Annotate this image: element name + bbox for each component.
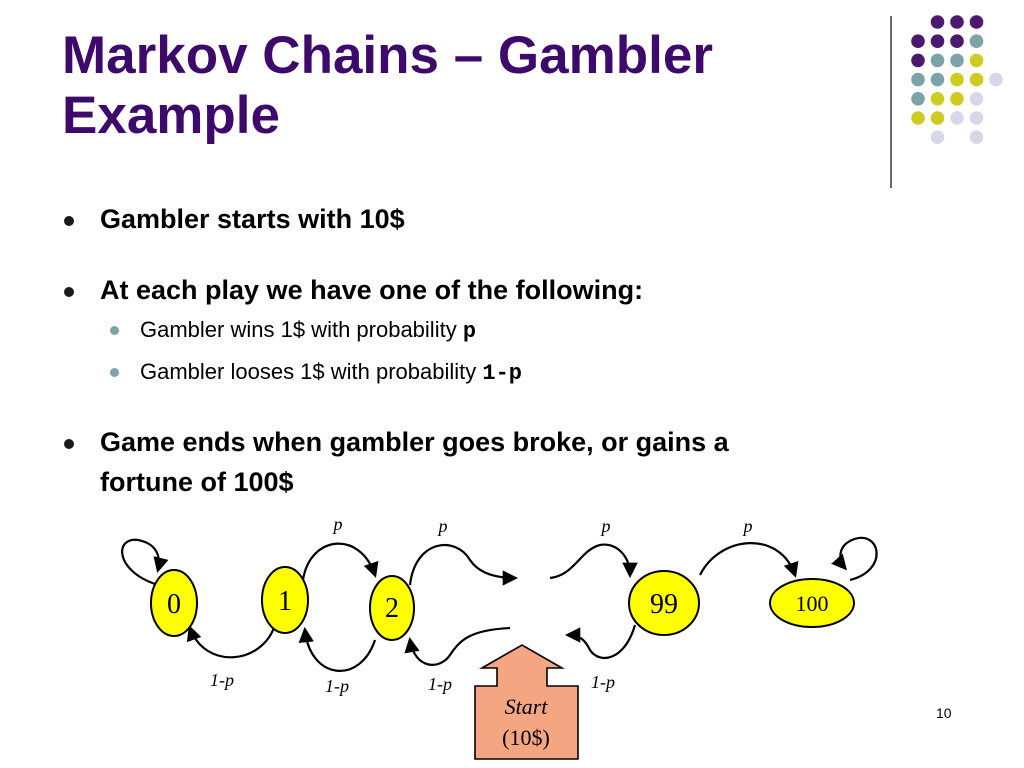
edge-1-to-2 [301,542,379,581]
decorative-dot [911,92,925,106]
bullet-3-line-1: Game ends when gambler goes broke, or ga… [100,427,729,457]
state-1-label: 1 [278,586,292,617]
bullet-3-line-2: fortune of 100$ [100,467,294,497]
label-p-2: p [437,516,448,536]
decorative-dot [950,111,964,125]
self-loop-100 [831,536,878,582]
edge-99-to-fade [564,624,637,660]
sub-bullet-2-code: 1-p [482,361,522,386]
decorative-dot [950,92,964,106]
self-loop-0 [121,538,169,587]
decorative-dot [969,72,984,87]
markov-chain-diagram: 0 1 2 99 100 p p p p 1-p 1-p 1-p 1-p [121,514,878,760]
state-99-label: 99 [650,589,678,620]
edge-fade-to-99 [549,543,638,580]
bullet-2: At each play we have one of the followin… [100,275,644,305]
label-p-4: p [742,516,753,536]
label-p-3: p [600,516,611,536]
decorative-dot [969,92,984,106]
decorative-dot [930,130,945,144]
start-box: Start (10$) [474,644,579,760]
sub-bullet-dot [110,368,119,377]
edge-2-to-fade [408,544,519,586]
decorative-dot [930,53,945,68]
sub-bullet-1-text: Gambler wins 1$ with probability [140,317,463,342]
page-number: 10 [936,705,952,721]
decorative-dot [930,15,945,29]
decorative-dot [969,53,984,68]
bullet-list: Gambler starts with 10$ At each play we … [64,204,729,497]
decorative-dot [950,15,964,29]
start-box-line-2: (10$) [502,725,550,750]
edge-99-to-100 [699,542,799,578]
start-box-line-1: Start [505,694,549,719]
title-line-2: Example [62,86,281,145]
state-2: 2 [369,575,415,641]
state-99: 99 [628,570,700,636]
label-1-p-3: 1-p [428,674,452,694]
state-100: 100 [769,578,855,628]
decorative-dot [930,111,945,125]
decorative-dot [911,72,925,87]
bullet-dot [64,216,74,226]
sub-bullet-1: Gambler wins 1$ with probability p [140,316,476,346]
decorative-dot-grid [911,15,1003,144]
decorative-dot [911,111,925,125]
decorative-dot [969,111,984,125]
slide-title: Markov Chains – Gambler Example [62,26,862,146]
label-1-p-4: 1-p [591,672,615,692]
decorative-dot [989,72,1003,87]
decorative-dot [950,34,964,48]
decorative-dot [930,34,945,48]
bullet-dot [64,287,74,297]
label-1-p-2: 1-p [325,676,349,696]
decorative-dot [930,72,945,87]
bullet-dot [64,439,74,449]
sub-bullet-dot [110,326,119,335]
sub-bullet-2: Gambler looses 1$ with probability 1-p [140,358,522,388]
decorative-dot [911,53,925,68]
title-divider-line [890,16,892,188]
decorative-dot [969,15,984,29]
label-1-p-1: 1-p [210,670,234,690]
decorative-dot [950,53,964,68]
decorative-dot [930,92,945,106]
state-1: 1 [261,566,309,634]
title-line-1: Markov Chains – Gambler [62,26,713,85]
decorative-dot [969,34,984,48]
sub-bullet-1-code: p [462,319,477,344]
label-p-1: p [332,514,343,534]
decorative-dot [950,72,964,87]
decorative-dot [911,34,925,48]
edge-1-to-0 [186,624,277,659]
decorative-dot [969,130,984,144]
state-0: 0 [150,569,198,637]
edge-2-to-1 [298,626,377,672]
state-0-label: 0 [167,589,181,620]
edge-fade-to-2 [404,626,511,666]
state-100-label: 100 [796,591,829,616]
bullet-1: Gambler starts with 10$ [100,204,405,234]
state-2-label: 2 [385,593,399,624]
sub-bullet-2-text: Gambler looses 1$ with probability [140,359,483,384]
